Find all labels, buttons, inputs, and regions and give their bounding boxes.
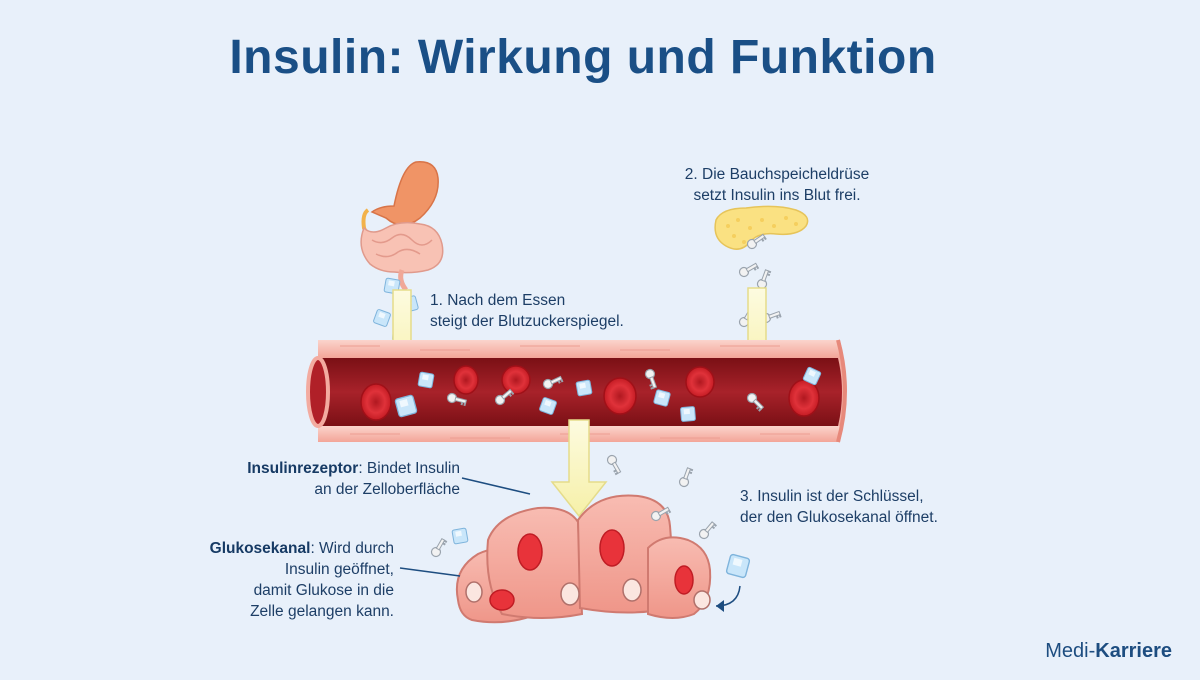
step3-line1: 3. Insulin ist der Schlüssel, [740, 488, 924, 505]
channel-desc2: Insulin geöffnet, [284, 561, 394, 578]
brand-logo: Medi-Karriere [1045, 640, 1172, 663]
step2-line1: 2. Die Bauchspeicheldrüse [684, 166, 870, 183]
channel-desc3: damit Glukose in die [253, 582, 394, 599]
receptor-desc1: : Bindet Insulin [358, 460, 460, 477]
step3-label: 3. Insulin ist der Schlüssel, der den Gl… [740, 486, 938, 528]
brand-part2: Karriere [1095, 640, 1172, 662]
step3-line2: der den Glukosekanal öffnet. [740, 509, 938, 526]
cell-arrow [550, 419, 608, 518]
step1-label: 1. Nach dem Essen steigt der Blutzuckers… [430, 290, 624, 332]
step1-line2: steigt der Blutzuckerspiegel. [430, 313, 624, 330]
body-cell-icon [456, 494, 712, 624]
channel-term: Glukosekanal [209, 540, 311, 557]
channel-desc4: Zelle gelangen kann. [250, 603, 394, 620]
page-title: Insulin: Wirkung und Funktion [229, 31, 937, 84]
step2-label: 2. Die Bauchspeicheldrüse setzt Insulin … [662, 164, 892, 206]
step1-line1: 1. Nach dem Essen [430, 292, 566, 309]
pointer-lines [399, 477, 741, 612]
red-blood-cell-icon [360, 365, 820, 421]
pancreas-icon [714, 205, 809, 250]
step2-line2: setzt Insulin ins Blut frei. [693, 187, 861, 204]
stomach-intestine-icon [360, 161, 444, 292]
receptor-desc2: an der Zelloberfläche [314, 481, 460, 498]
channel-label: Glukosekanal: Wird durch Insulin geöffne… [160, 538, 394, 622]
receptor-term: Insulinrezeptor [247, 460, 359, 477]
brand-part1: Medi- [1045, 640, 1096, 662]
channel-desc1: : Wird durch [310, 540, 394, 557]
receptor-label: Insulinrezeptor: Bindet Insulin an der Z… [200, 458, 460, 500]
